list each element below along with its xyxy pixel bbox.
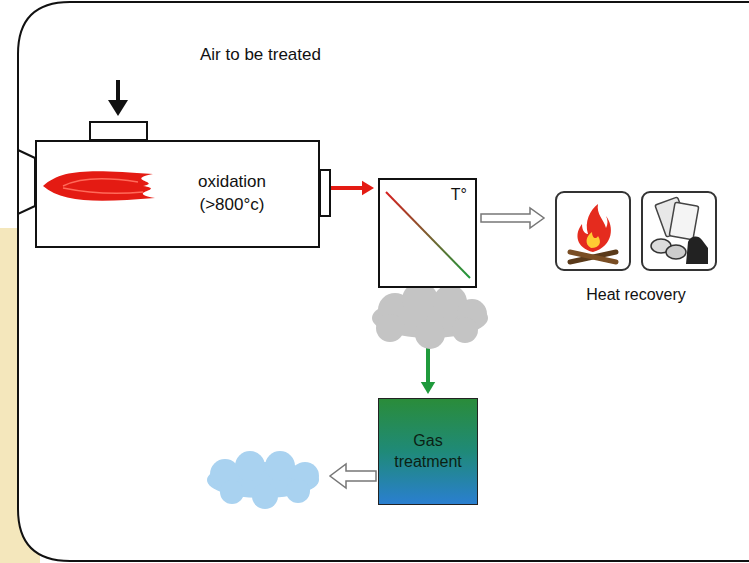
flame-core (587, 232, 600, 248)
frame (18, 2, 749, 561)
release-arrow (330, 464, 376, 488)
log (570, 252, 616, 262)
gas-treatment-box: Gas treatment (378, 398, 478, 505)
flame (577, 204, 610, 252)
outlet (320, 170, 330, 216)
heat-recovery-icons (548, 190, 724, 274)
clean-air-cloud (207, 451, 319, 509)
heat-exchanger-box: T° (378, 178, 477, 288)
log (570, 252, 616, 262)
burner (18, 150, 35, 214)
air-inlet (90, 122, 147, 140)
flow-arrow (324, 181, 374, 195)
air-arrow-head (108, 100, 128, 116)
exhaust-cloud (372, 282, 488, 349)
banknote (669, 202, 699, 240)
money-icon (642, 192, 716, 270)
node-text: oxidation (>800°c) (177, 171, 287, 217)
hand (686, 236, 708, 264)
coin (666, 245, 686, 259)
node-text: Heat recovery (586, 284, 686, 306)
node-text: Gas treatment (385, 431, 471, 473)
air-arrow (116, 80, 120, 103)
flow-arrow (481, 208, 544, 228)
fire-icon (556, 192, 630, 270)
heat-recovery-group: Heat recovery (548, 188, 724, 310)
node-text: T° (380, 184, 467, 206)
oxidation-chamber: oxidation (>800°c) (35, 140, 320, 248)
burner-flame (43, 156, 173, 216)
inlet-label: Air to be treated (200, 45, 321, 65)
